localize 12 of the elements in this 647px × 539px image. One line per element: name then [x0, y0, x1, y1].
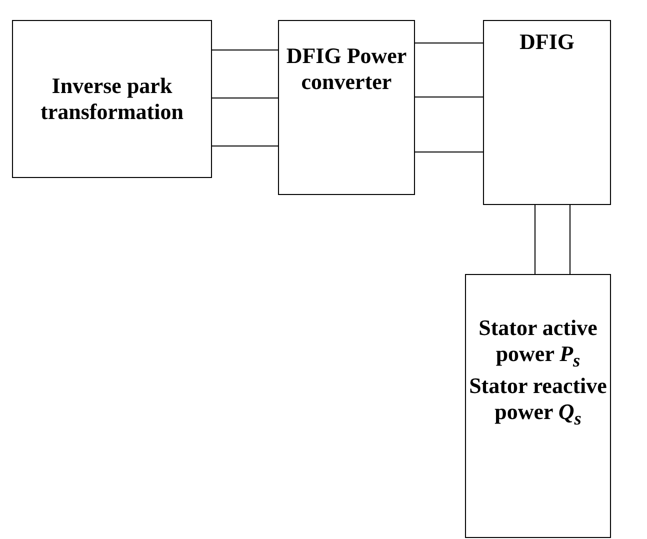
- process-box: [278, 20, 415, 195]
- box-label: DFIG: [520, 29, 574, 56]
- box-label: DFIG Power converter: [285, 43, 408, 96]
- process-box: [465, 274, 611, 538]
- box-label: Stator reactive power Q$_{s}$: [468, 372, 608, 431]
- process-box: [12, 20, 212, 178]
- connector-line: [414, 42, 484, 44]
- box-label: Inverse park transformation: [40, 72, 184, 126]
- box-label: Stator active power P$_{s}$: [478, 315, 598, 373]
- process-box: [483, 20, 611, 205]
- connector-line: [534, 204, 536, 274]
- connector-line: [414, 96, 484, 98]
